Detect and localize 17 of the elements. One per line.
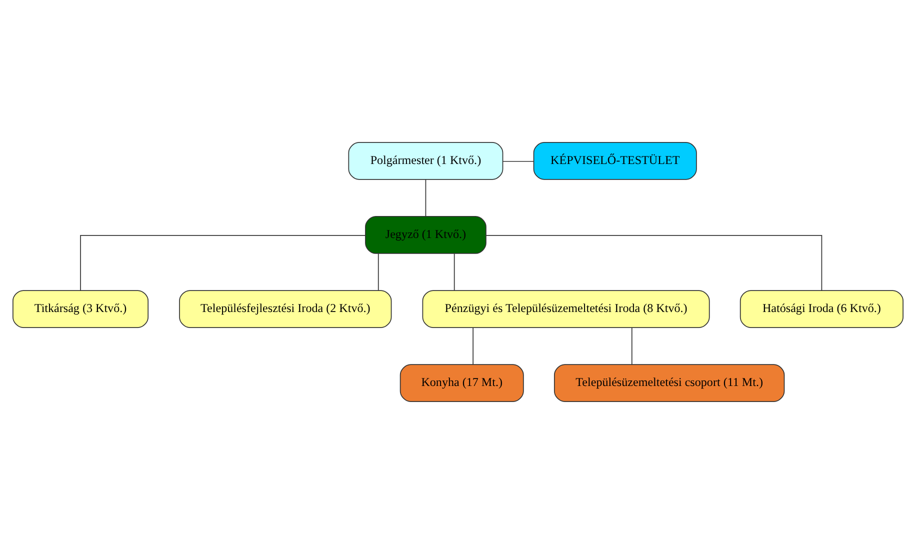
node-box: Pénzügyi és Településüzemeltetési Iroda (8 Ktvő.) [422,290,710,328]
connector [486,234,822,290]
node-box: Jegyző (1 Ktvő.) [365,216,486,254]
connector [425,178,426,216]
node-box: Hatósági Iroda (6 Ktvő.) [740,290,904,328]
node-box: KÉPVISELŐ-TESTÜLET [533,142,697,180]
node-box: Polgármester (1 Ktvő.) [348,142,504,180]
connector [631,326,632,364]
connector [472,326,474,364]
node-box: Titkárság (3 Ktvő.) [12,290,149,328]
node-box: Településüzemeltetési csoport (11 Mt.) [554,364,785,402]
node-box: Településfejlesztési Iroda (2 Ktvő.) [179,290,392,328]
connector [454,252,455,290]
connector [378,252,379,290]
connector [80,234,366,290]
connector [502,160,534,162]
node-box: Konyha (17 Mt.) [400,364,524,402]
